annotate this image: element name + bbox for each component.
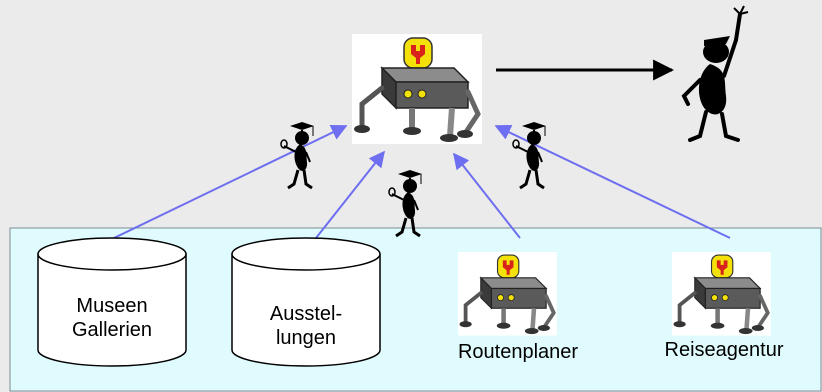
scholar-figure-icon [511,120,548,190]
reiseagentur-robot-icon [672,252,771,336]
arrow-ausstellungen [315,150,385,239]
database-cylinder-icon [231,237,381,367]
arrow-routenplaner [453,152,521,239]
waving-user-icon [681,5,749,142]
source-ausstellungen-label: Ausstel- lungen [269,303,343,349]
source-reiseagentur-label: Reiseagentur [664,339,784,361]
mediator-robot-icon [352,34,482,144]
routenplaner-robot-icon [458,252,557,336]
source-museen-label: Museen Gallerien [71,295,153,341]
source-routenplaner-label: Routenplaner [457,341,579,363]
arrow-museen [113,125,348,239]
database-cylinder-icon [37,237,187,367]
scholar-figure-icon [387,168,424,238]
